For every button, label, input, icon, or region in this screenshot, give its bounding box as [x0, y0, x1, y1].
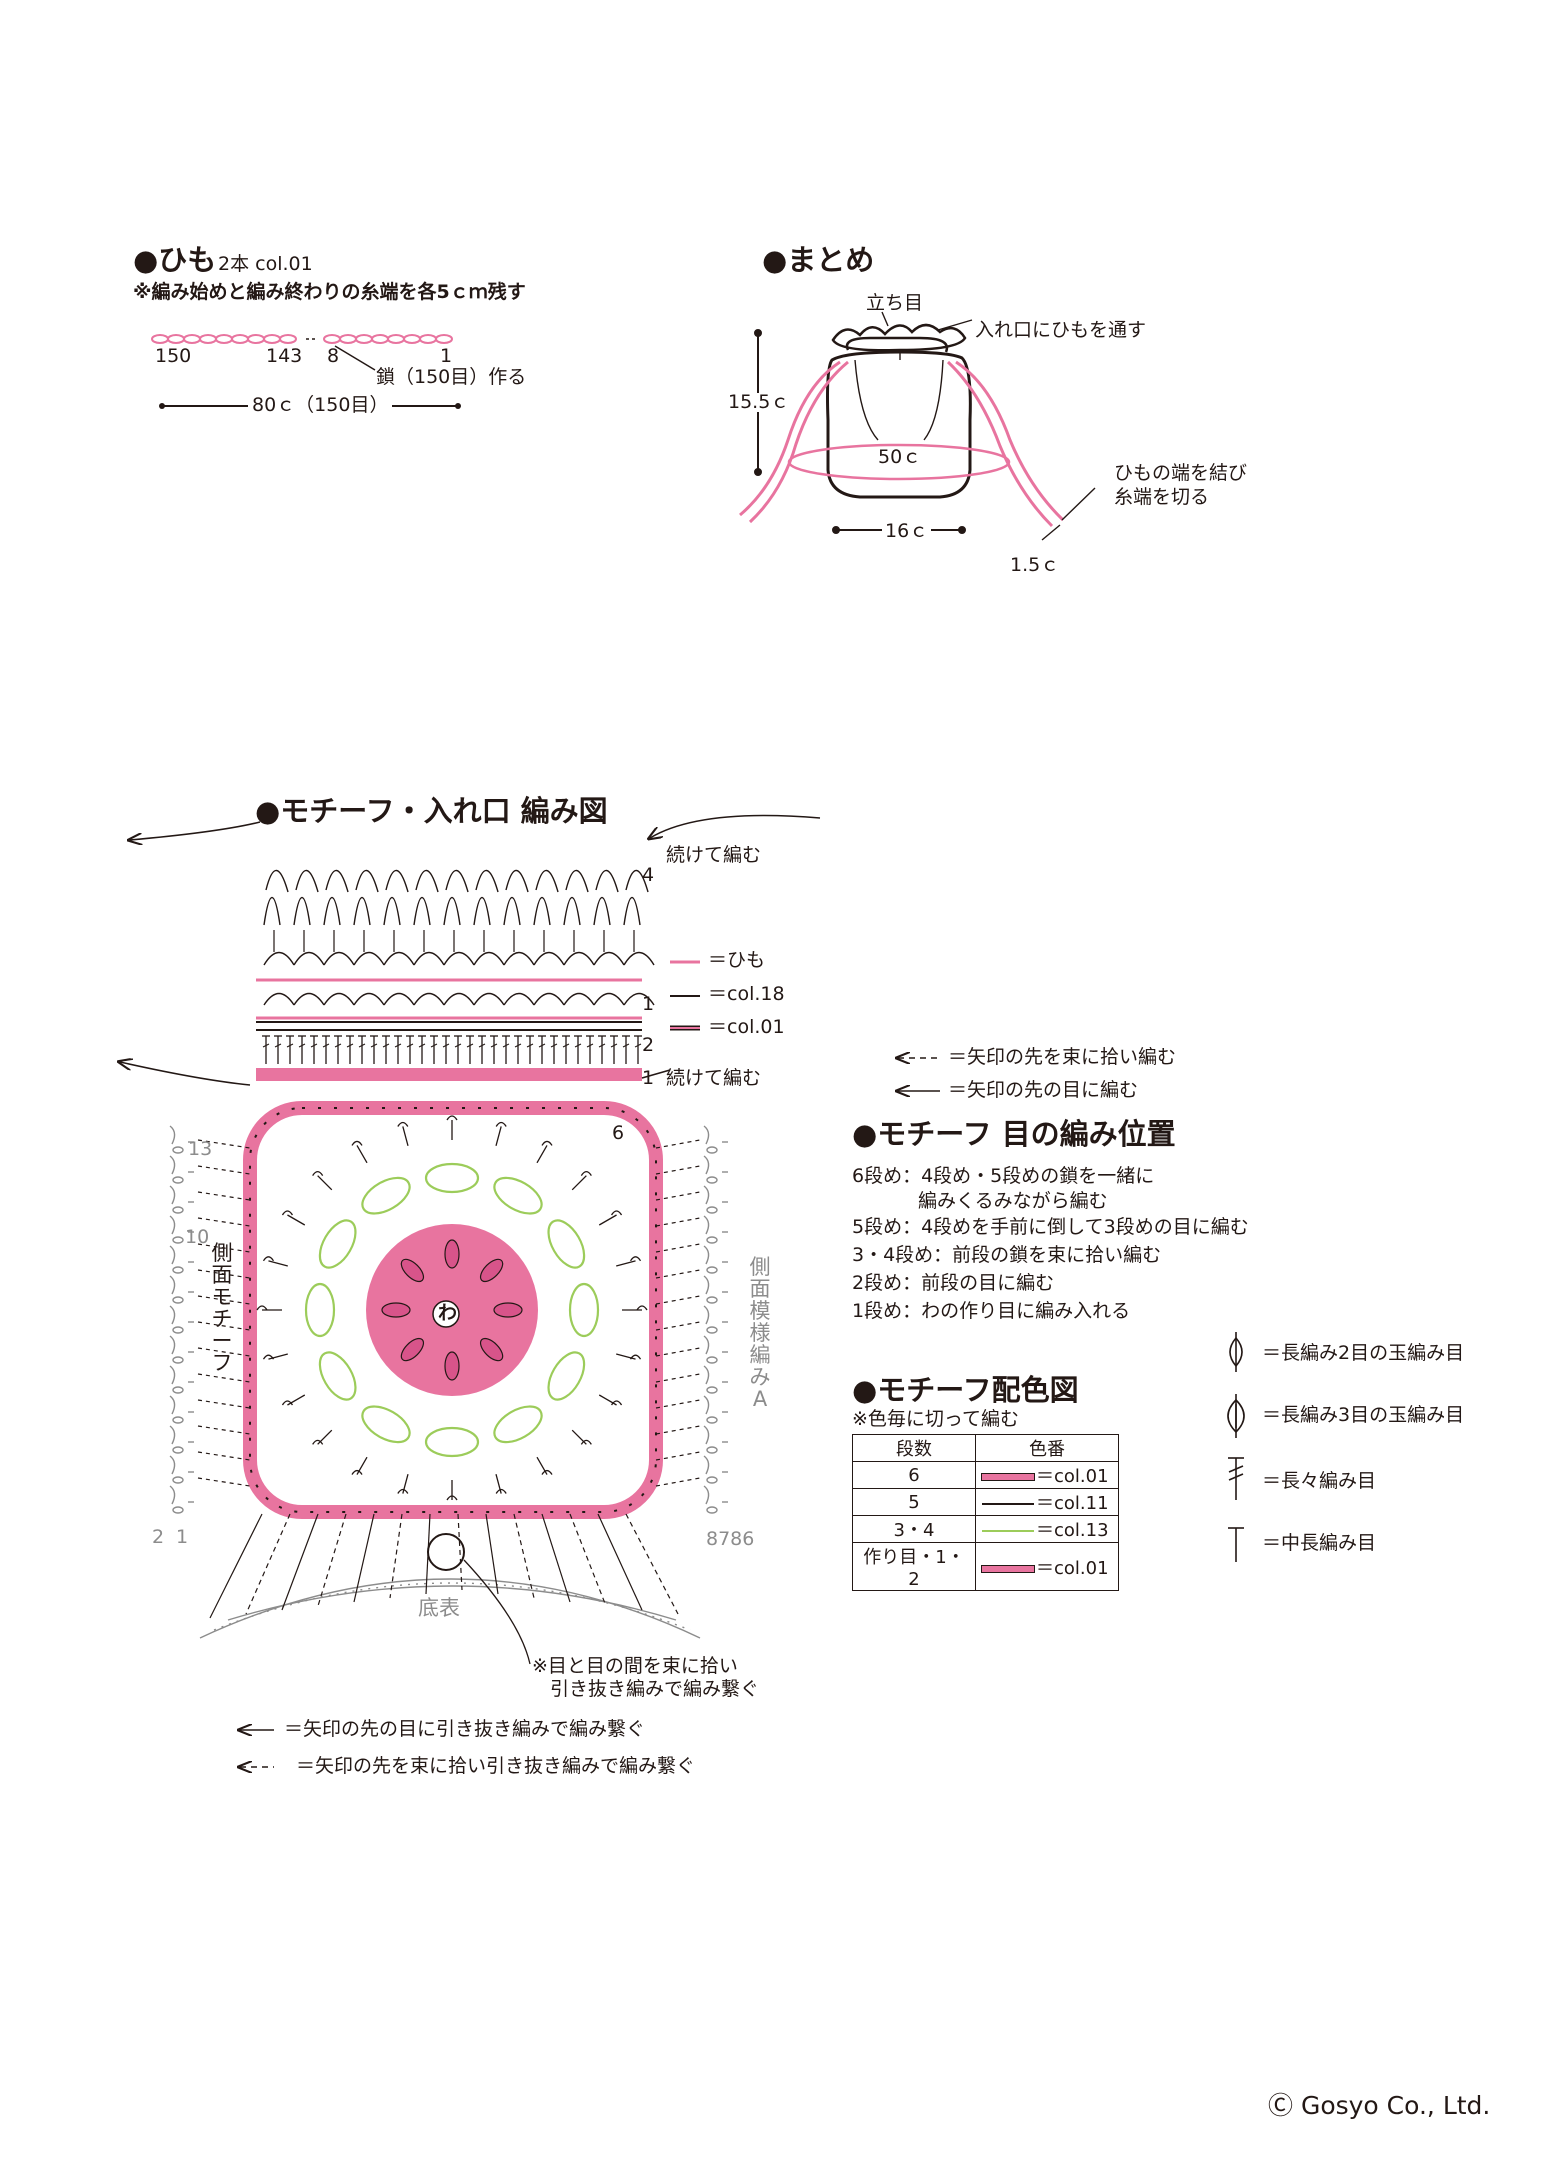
row-4: 4	[642, 864, 655, 886]
row-1a: 1	[642, 993, 655, 1015]
legend-col01: ＝col.01	[708, 1016, 785, 1038]
position-line-1: 6段め：4段め・5段めの鎖を一緒に	[852, 1165, 1155, 1187]
himo-chain	[151, 334, 461, 409]
matome-musubu2: 糸端を切る	[1114, 486, 1210, 508]
color-chart-title: ●モチーフ配色図	[852, 1373, 1079, 1407]
color-chart-note: ※色毎に切って編む	[852, 1408, 1019, 1430]
matome-width: 16ｃ	[882, 522, 932, 541]
symbol-1-label: ＝長編み2目の玉編み目	[1262, 1342, 1465, 1364]
arrow-solid-label: ＝矢印の先の目に編む	[948, 1079, 1139, 1101]
position-line-3: 5段め：4段めを手前に倒して3段めの目に編む	[852, 1216, 1249, 1238]
position-title: ●モチーフ 目の編み位置	[852, 1117, 1176, 1151]
row-1b: 1	[642, 1067, 655, 1089]
color-table: 段数 色番 6 ＝col.01 5 ＝col.11 3・4 ＝col.13 作り…	[852, 1434, 1119, 1591]
wa-mark: わ	[438, 1302, 458, 1324]
matome-end: 1.5ｃ	[1010, 554, 1060, 576]
swatch-col11	[982, 1503, 1034, 1505]
n8786: 8786	[706, 1528, 755, 1550]
symbol-3-label: ＝長々編み目	[1262, 1470, 1377, 1492]
matome-musubu1: ひもの端を結び	[1114, 462, 1248, 484]
symbol-legend	[1227, 1332, 1245, 1562]
n6: 6	[612, 1122, 625, 1144]
position-line-4: 3・4段め：前段の鎖を束に拾い編む	[852, 1244, 1162, 1266]
n1: 1	[176, 1526, 189, 1548]
n2: 2	[152, 1526, 165, 1548]
himo-leader	[334, 345, 376, 371]
swatch-col01	[982, 1474, 1034, 1480]
n13: 13	[188, 1138, 213, 1160]
matome-circ: 50ｃ	[878, 446, 922, 468]
copyright: Ⓒ Gosyo Co., Ltd.	[1268, 2091, 1491, 2120]
himo-label-143: 143	[266, 345, 303, 367]
legend-himo: ＝ひも	[708, 949, 766, 971]
tsuzuke-1: 続けて編む	[666, 844, 762, 866]
symbol-2-label: ＝長編み3目の玉編み目	[1262, 1404, 1465, 1426]
sokohyo: 底表	[418, 1596, 460, 1620]
row-2: 2	[642, 1034, 655, 1056]
table-row: 5 ＝col.11	[852, 1488, 1119, 1516]
himo-label-1: 1	[440, 345, 453, 367]
matome-bag	[739, 311, 1096, 541]
chart-title: ●モチーフ・入れ口 編み図	[255, 794, 608, 828]
swatch-col13	[982, 1530, 1034, 1532]
col-header-rows: 段数	[852, 1434, 976, 1462]
himo-sub: 2本 col.01	[218, 253, 313, 275]
opening-band	[120, 814, 821, 1086]
matome-toosu: 入れ口にひもを通す	[975, 319, 1147, 341]
symbol-4-label: ＝中長編み目	[1262, 1532, 1377, 1554]
himo-title: ●ひも	[133, 243, 217, 277]
motif-note-2: 引き抜き編みで編み繋ぐ	[550, 1678, 760, 1700]
motif-note-1: ※目と目の間を束に拾い	[532, 1655, 738, 1677]
position-line-2: 編みくるみながら編む	[918, 1190, 1108, 1212]
arrow-dashed-label: ＝矢印の先を束に拾い編む	[948, 1046, 1177, 1068]
position-line-6: 1段め：わの作り目に編み入れる	[852, 1300, 1131, 1322]
himo-length: 80ｃ（150目）	[248, 396, 393, 415]
himo-label-8: 8	[327, 345, 340, 367]
tsuzuke-2: 続けて編む	[666, 1067, 762, 1089]
himo-label-150: 150	[155, 345, 192, 367]
matome-tachime: 立ち目	[866, 292, 924, 314]
matome-height: 15.5ｃ	[728, 391, 790, 413]
legend-col18: ＝col.18	[708, 983, 785, 1005]
motif-chart	[169, 1101, 728, 1665]
leg-arrow-1: ＝矢印の先の目に引き抜き編みで編み繋ぐ	[284, 1718, 646, 1740]
leg-arrow-2: ＝矢印の先を束に拾い引き抜き編みで編み繋ぐ	[296, 1755, 696, 1777]
table-row: 作り目・1・2 ＝col.01	[852, 1542, 1119, 1591]
color-table-header: 段数 色番	[852, 1434, 1119, 1462]
himo-note: ※編み始めと編み終わりの糸端を各5ｃｍ残す	[133, 281, 526, 303]
himo-chain-label: 鎖（150目）作る	[376, 366, 527, 388]
position-line-5: 2段め：前段の目に編む	[852, 1272, 1055, 1294]
matome-title: ●まとめ	[762, 243, 875, 277]
swatch-col01b	[982, 1565, 1034, 1572]
col-header-color: 色番	[975, 1434, 1119, 1462]
arrow-legends	[240, 1058, 940, 1767]
n10: 10	[185, 1226, 210, 1248]
table-row: 3・4 ＝col.13	[852, 1515, 1119, 1543]
table-row: 6 ＝col.01	[852, 1461, 1119, 1489]
side-left-label: 側面モチーフ	[211, 1241, 233, 1376]
